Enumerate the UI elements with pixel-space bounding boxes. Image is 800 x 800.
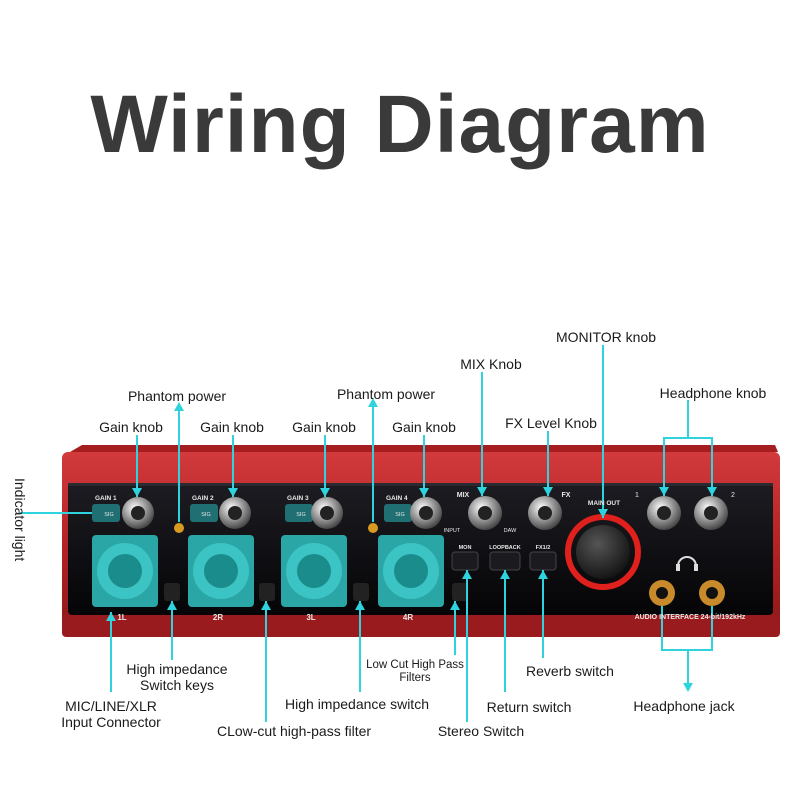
device-caption: AUDIO INTERFACE 24-bit/192kHz bbox=[635, 614, 746, 621]
headphone-number-2: 2 bbox=[731, 492, 735, 499]
fx12-button-graphic bbox=[529, 551, 557, 571]
gain-label-2: GAIN 2 bbox=[192, 495, 214, 502]
sig-indicator-3 bbox=[285, 504, 313, 522]
headphone-icon bbox=[677, 556, 697, 567]
gain-knob-2-graphic bbox=[219, 497, 251, 529]
xlr-jack-4-graphic bbox=[378, 535, 444, 607]
sig-indicator-4 bbox=[384, 504, 412, 522]
indicator-light-label: Indicator light bbox=[12, 478, 28, 562]
fx-knob-graphic bbox=[528, 496, 562, 530]
mix-knob-label: MIX Knob bbox=[460, 356, 522, 372]
gain-knob-label-1: Gain knob bbox=[99, 419, 163, 435]
high-impedance-switch-label: High impedance switch bbox=[285, 696, 429, 712]
loopback-button-label: LOOPBACK bbox=[489, 545, 521, 551]
monitor-knob-label: MONITOR knob bbox=[555, 329, 657, 345]
gain-knob-3-graphic bbox=[311, 497, 343, 529]
stereo-switch-label: Stereo Switch bbox=[437, 723, 525, 739]
loopback-button-graphic bbox=[489, 551, 521, 571]
lowcut-switch-2-graphic bbox=[452, 583, 468, 601]
phantom-power-label-1: Phantom power bbox=[127, 388, 227, 404]
fx-level-knob-label: FX Level Knob bbox=[505, 415, 597, 431]
phantom-led-2 bbox=[368, 523, 378, 533]
headphone-knob-1-graphic bbox=[647, 496, 681, 530]
headphone-knob-2-graphic bbox=[694, 496, 728, 530]
input-label-2: 2R bbox=[213, 613, 223, 622]
phantom-led-1 bbox=[174, 523, 184, 533]
phantom-power-label-2: Phantom power bbox=[336, 386, 436, 402]
hi-z-switch-1-graphic bbox=[164, 583, 180, 601]
sig-label-2: SIG bbox=[201, 512, 210, 518]
input-label-4: 4R bbox=[403, 613, 413, 622]
daw-label: DAW bbox=[504, 528, 517, 534]
return-switch-label: Return switch bbox=[486, 699, 572, 715]
sig-label-1: SIG bbox=[104, 512, 113, 518]
mon-button-label: MON bbox=[459, 545, 472, 551]
sig-label-4: SIG bbox=[395, 512, 404, 518]
main-out-label: MAIN OUT bbox=[588, 500, 620, 507]
gain-knob-label-4: Gain knob bbox=[392, 419, 456, 435]
mic-line-xlr-label: MIC/LINE/XLR Input Connector bbox=[61, 698, 161, 730]
gain-label-1: GAIN 1 bbox=[95, 495, 117, 502]
headphone-knob-label: Headphone knob bbox=[659, 385, 767, 401]
mix-knob-graphic bbox=[468, 496, 502, 530]
sig-label-3: SIG bbox=[296, 512, 305, 518]
high-impedance-switch-keys-label: High impedance Switch keys bbox=[126, 661, 228, 693]
hi-z-switch-2-graphic bbox=[353, 583, 369, 601]
input-label-3: 3L bbox=[306, 613, 315, 622]
headphone-number-1: 1 bbox=[635, 492, 639, 499]
callout-lines bbox=[20, 345, 713, 722]
fx-label: FX bbox=[562, 492, 571, 499]
headphone-jack-1-graphic bbox=[649, 580, 675, 606]
headphone-jack-2-graphic bbox=[699, 580, 725, 606]
gain-label-3: GAIN 3 bbox=[287, 495, 309, 502]
gain-label-4: GAIN 4 bbox=[386, 495, 408, 502]
page-title: Wiring Diagram bbox=[90, 79, 710, 170]
sig-indicator-2 bbox=[190, 504, 218, 522]
gain-knob-4-graphic bbox=[410, 497, 442, 529]
xlr-jack-3-graphic bbox=[281, 535, 347, 607]
gain-knob-label-3: Gain knob bbox=[292, 419, 356, 435]
xlr-jack-2-graphic bbox=[188, 535, 254, 607]
input-label: INPUT bbox=[444, 528, 461, 534]
callout-arrows bbox=[106, 398, 717, 692]
mon-button-graphic bbox=[451, 551, 479, 571]
monitor-knob-graphic bbox=[565, 514, 641, 590]
low-cut-filter-label: CLow-cut high-pass filter bbox=[216, 723, 372, 739]
gain-knob-1-graphic bbox=[122, 497, 154, 529]
reverb-switch-label: Reverb switch bbox=[526, 663, 614, 679]
low-cut-high-pass-filters-label: Low Cut High Pass Filters bbox=[366, 659, 464, 684]
xlr-jack-1-graphic bbox=[92, 535, 158, 607]
mix-label: MIX bbox=[457, 492, 470, 499]
headphone-jack-label: Headphone jack bbox=[633, 698, 735, 714]
input-label-1: 1L bbox=[117, 613, 126, 622]
fx12-button-label: FX1/2 bbox=[536, 545, 551, 551]
gain-knob-label-2: Gain knob bbox=[200, 419, 264, 435]
sig-indicator-1 bbox=[92, 504, 120, 522]
lowcut-switch-1-graphic bbox=[259, 583, 275, 601]
